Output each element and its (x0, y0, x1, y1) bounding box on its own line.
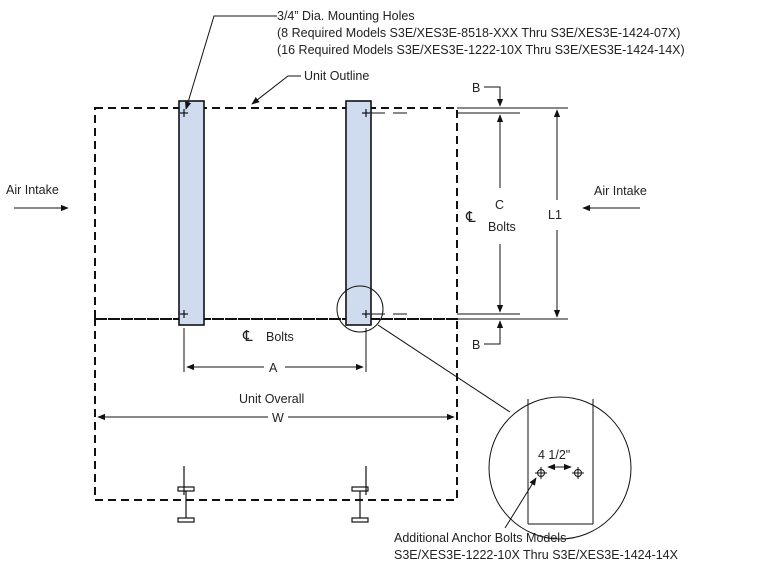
anchor-bolts-note-line1: Additional Anchor Bolts Models (394, 531, 566, 545)
i-beam-support-right (351, 466, 369, 523)
mounting-rail-left (178, 100, 205, 326)
i-beam-support-left (177, 466, 195, 523)
cl-symbol: ℄ (242, 328, 253, 345)
cl-bolts-label: Bolts (266, 330, 294, 344)
b-bottom-label: B (472, 338, 480, 352)
l1-label: L1 (548, 208, 562, 222)
mounting-holes-leader (185, 15, 277, 110)
unit-outline-leader (251, 75, 301, 105)
mounting-hole-markers (180, 109, 370, 318)
detail-dimension-label: 4 1/2" (538, 448, 570, 462)
unit-outline-upper (94, 107, 458, 320)
c-bolts-label: Bolts (488, 220, 516, 234)
unit-outline-lower (94, 318, 458, 501)
air-intake-right-label: Air Intake (594, 184, 647, 198)
b-top-label: B (472, 81, 480, 95)
unit-outline-label: Unit Outline (304, 69, 369, 83)
mounting-holes-note-line1: 3/4” Dia. Mounting Holes (277, 9, 415, 23)
b-bottom-leader (484, 320, 504, 345)
w-label: W (272, 411, 284, 425)
mounting-holes-note-line2: (8 Required Models S3E/XES3E-8518-XXX Th… (277, 26, 680, 40)
air-intake-left-label: Air Intake (6, 183, 59, 197)
c-centerline-symbol: ℄ (465, 209, 476, 226)
mounting-rail-right (345, 100, 372, 326)
a-label: A (269, 361, 278, 375)
detail-callout-large-circle (488, 396, 632, 540)
anchor-bolts-note-line2: S3E/XES3E-1222-10X Thru S3E/XES3E-1424-1… (394, 548, 679, 562)
c-label: C (495, 198, 504, 212)
detail-anchor-holes (535, 467, 584, 479)
unit-overall-label: Unit Overall (239, 392, 304, 406)
anchor-bolts-leader (504, 477, 537, 529)
detail-callout-small-circle (336, 285, 384, 333)
mounting-holes-note-line3: (16 Required Models S3E/XES3E-1222-10X T… (277, 43, 685, 57)
b-top-leader (484, 86, 504, 107)
detail-callout-leader (377, 324, 511, 413)
